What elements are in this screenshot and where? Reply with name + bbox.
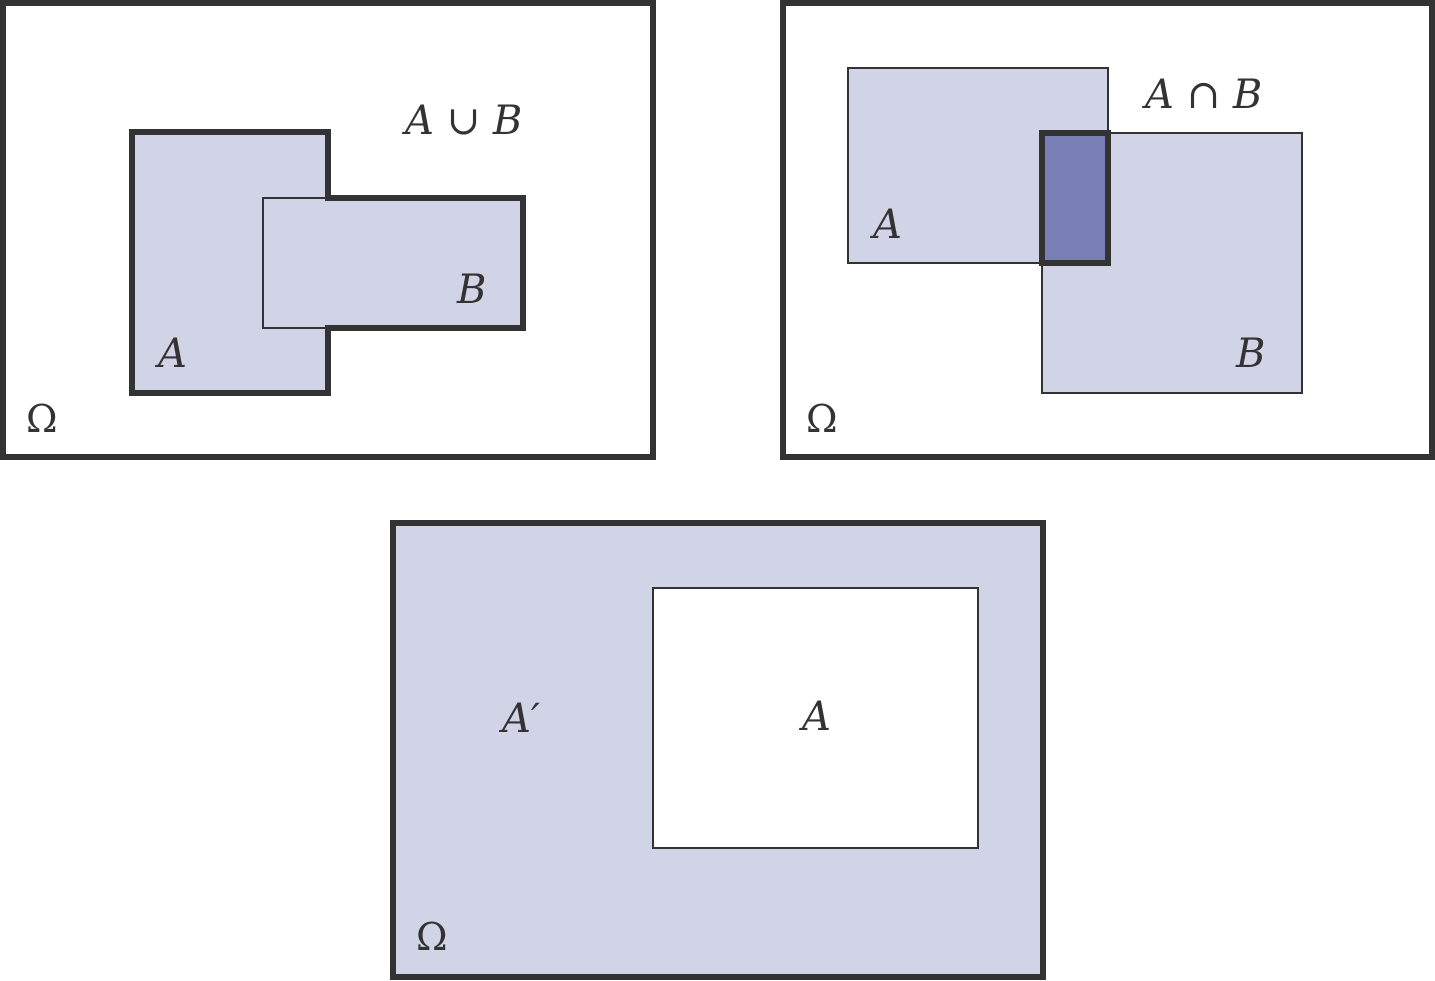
complement-set-a-label: A: [798, 694, 831, 740]
union-boundary: [129, 129, 526, 396]
union-panel: A ∪ B A B Ω: [0, 0, 656, 460]
intersection-panel: A ∩ B A B Ω: [780, 0, 1435, 460]
intersection-label: A ∩ B: [1141, 72, 1262, 118]
complement-label: A′: [498, 696, 540, 742]
complement-omega-label: Ω: [416, 915, 448, 959]
complement-panel: A′ A Ω: [390, 520, 1046, 980]
intersection-region: [1039, 130, 1111, 266]
union-omega-label: Ω: [26, 397, 58, 441]
union-label: A ∪ B: [401, 98, 522, 144]
intersection-omega-label: Ω: [806, 397, 838, 441]
union-set-b-label: B: [456, 267, 486, 313]
intersection-set-b-label: B: [1235, 331, 1265, 377]
intersection-set-a-label: A: [869, 202, 902, 248]
complement-set-a: [652, 587, 979, 849]
union-set-a-label: A: [154, 331, 187, 377]
union-b-inner-edge: [262, 197, 328, 329]
